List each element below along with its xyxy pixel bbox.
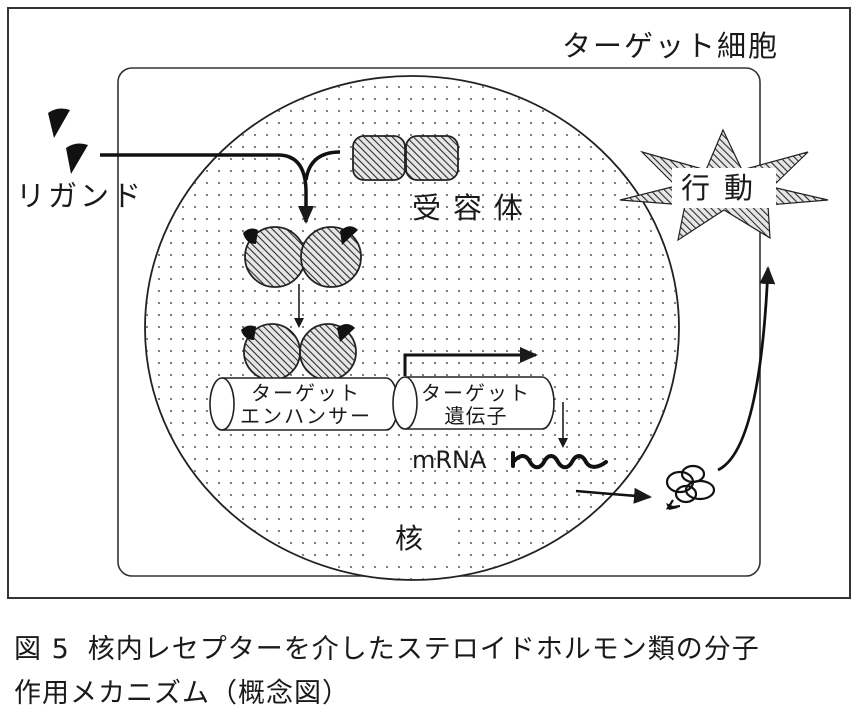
enhancer-label-line2: エンハンサー	[240, 404, 372, 428]
mrna-label: mRNA	[412, 446, 487, 474]
protein-icon	[665, 464, 716, 510]
figure-number: 図 5	[14, 634, 70, 665]
nucleus-dot-fill	[146, 77, 678, 579]
figure-caption-line2: 作用メカニズム（概念図）	[14, 672, 350, 716]
bound-ligand-icon	[340, 226, 358, 245]
target-gene	[392, 376, 555, 430]
bound-ligand-icon	[241, 325, 256, 340]
gene-label-line1: ターゲット	[421, 381, 531, 405]
bound-ligand-icon	[337, 324, 355, 342]
ligand-label: リガンド	[16, 179, 144, 213]
transcription-arrow	[403, 347, 538, 376]
behavior-label: 行動	[681, 171, 767, 205]
receptor-subunit	[405, 135, 459, 181]
enhancer-label-line1: ターゲット	[251, 381, 361, 405]
figure-frame	[7, 7, 851, 599]
translation-arrow	[575, 487, 652, 504]
ligand-icon	[48, 108, 70, 138]
caption-text-line2: 作用メカニズム（概念図）	[14, 678, 350, 709]
receptor-label: 受容体	[412, 191, 535, 225]
protein-icon	[666, 503, 678, 510]
gene-label-line2: 遺伝子	[445, 404, 508, 428]
ligand-binding-arrow	[100, 153, 314, 224]
diagram: ターゲット細胞 核 リガンド 受容体 ターゲット エンハンサー ターゲット 遺伝…	[7, 7, 851, 599]
caption-text-line1: 核内レセプターを介したステロイドホルモン類の分子	[87, 634, 760, 665]
nucleus-label-bg	[368, 512, 456, 564]
cell-label: ターゲット細胞	[562, 29, 779, 63]
figure-caption-line1: 図 5 核内レセプターを介したステロイドホルモン類の分子	[14, 628, 760, 672]
ligand-icon	[66, 143, 88, 174]
behavior-arrow	[717, 266, 776, 472]
mrna-strand	[511, 451, 608, 470]
bound-ligand-icon	[243, 228, 258, 244]
nucleus-label: 核	[395, 522, 423, 555]
bound-receptor-subunit	[300, 226, 362, 288]
behavior-burst-icon	[619, 128, 829, 242]
receptor-binding-arrow	[304, 150, 341, 181]
receptor-subunit	[352, 135, 406, 181]
